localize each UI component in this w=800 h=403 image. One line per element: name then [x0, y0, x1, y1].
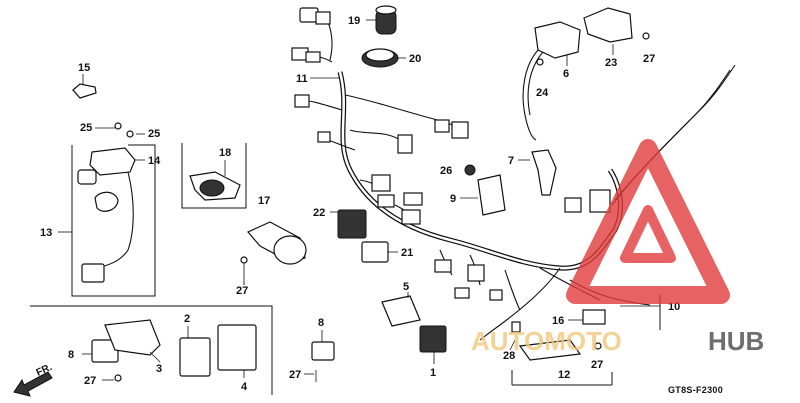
- flasher-relay-part: [240, 221, 307, 285]
- callout-27-mid: 27: [289, 369, 301, 381]
- watermark-logo: AUTOMOTO HUB: [471, 139, 764, 356]
- callout-18: 18: [219, 147, 231, 159]
- front-direction-arrow: FR.: [13, 362, 54, 397]
- callout-27-coil: 27: [643, 53, 655, 65]
- callout-6: 6: [563, 68, 569, 80]
- horn-part: [189, 160, 241, 201]
- callout-14: 14: [148, 155, 161, 167]
- callout-20: 20: [409, 53, 421, 65]
- callout-12: 12: [558, 369, 570, 381]
- callout-11: 11: [296, 73, 308, 85]
- callout-26: 26: [440, 165, 452, 177]
- fuse-box-part: [419, 325, 447, 353]
- key-part: [72, 83, 97, 99]
- callout-13: 13: [40, 227, 52, 239]
- parts-frames: [30, 143, 661, 395]
- callout-28: 28: [503, 350, 515, 362]
- cdi-unit-part: [477, 174, 506, 216]
- ignition-coil-part: [522, 21, 581, 141]
- rubber-cap-part: [375, 5, 397, 35]
- callout-8-mid: 8: [318, 317, 324, 329]
- callout-27-horn: 27: [236, 285, 248, 297]
- callout-27-left: 27: [84, 375, 96, 387]
- watermark-triangle: [566, 139, 730, 304]
- callout-1: 1: [430, 367, 436, 379]
- screw-parts: [114, 122, 134, 138]
- callout-25-right: 25: [148, 128, 160, 140]
- callout-19: 19: [348, 15, 360, 27]
- callout-4: 4: [241, 381, 248, 393]
- grommet-part: [464, 164, 476, 176]
- callout-17: 17: [258, 195, 270, 207]
- callout-15: 15: [78, 62, 90, 74]
- callout-7: 7: [508, 155, 514, 167]
- callout-2: 2: [184, 313, 190, 325]
- callout-leaders: [58, 19, 660, 381]
- lower-left-parts: [91, 319, 257, 382]
- harness-connectors: [291, 7, 611, 301]
- ignition-switch-part: [77, 147, 136, 283]
- callout-3: 3: [156, 363, 162, 375]
- callout-22: 22: [313, 207, 325, 219]
- regulator-part: [381, 295, 421, 327]
- starter-relay-part: [361, 241, 389, 263]
- spark-plug-cap-part: [531, 149, 557, 196]
- watermark-text-hub: HUB: [708, 326, 764, 356]
- callout-8-left: 8: [68, 349, 74, 361]
- callout-5: 5: [403, 281, 409, 293]
- relay-connector-part: [337, 209, 367, 239]
- mid-lower-relay-part: [311, 341, 335, 382]
- clamp-band-part: [361, 48, 399, 68]
- callout-23: 23: [605, 57, 617, 69]
- callout-numbers: 15 25 25 14 13 18 17 27 19 20 11 6 23 27…: [40, 15, 680, 393]
- drawing-code: GT8S-F2300: [668, 385, 723, 395]
- watermark-text-automoto: AUTOMOTO: [471, 326, 622, 356]
- callout-27-relay: 27: [591, 359, 603, 371]
- coil-bracket-part: [583, 7, 650, 43]
- callout-16: 16: [552, 315, 564, 327]
- callout-9: 9: [450, 193, 456, 205]
- callout-25-left: 25: [80, 122, 92, 134]
- callout-24: 24: [536, 87, 549, 99]
- callout-21: 21: [401, 247, 413, 259]
